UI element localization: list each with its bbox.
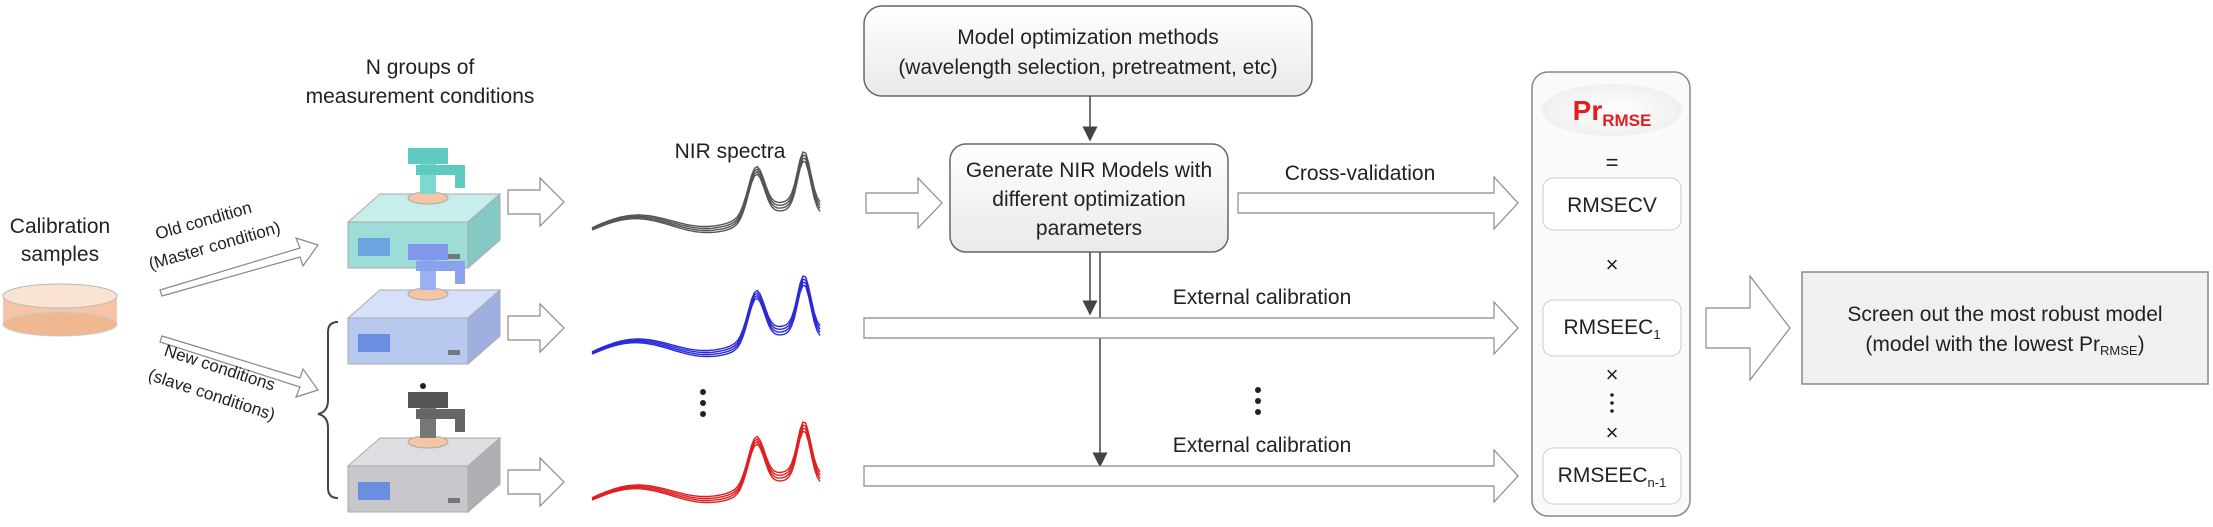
- rmsecv-label: RMSECV: [1567, 194, 1657, 217]
- block-arrow-to-generate: [865, 176, 943, 230]
- product-ellipsis: [1610, 393, 1614, 413]
- spectrum-curve-slave-n: [591, 421, 821, 499]
- spectra-title: NIR spectra: [675, 140, 786, 163]
- rmseec1-label: RMSEEC1: [1563, 316, 1660, 342]
- calibration-ellipsis: [1255, 387, 1261, 415]
- generate-models-box: [949, 143, 1229, 253]
- spectrum-curve-master: [591, 154, 821, 230]
- spectrum-curve-slave-1: [591, 275, 821, 353]
- spectrum-curve-slave-n: [591, 430, 821, 504]
- spectrum-curve-slave-n: [591, 427, 821, 502]
- rmseecn1-label: RMSEECn-1: [1558, 464, 1667, 490]
- model-optimization-line1: Model optimization methods: [957, 26, 1218, 49]
- external-calibration-arrow-1: [863, 300, 1519, 356]
- times-sign-3: ×: [1606, 420, 1619, 445]
- spectrum-curve-master: [591, 160, 821, 234]
- block-arrow-2: [507, 302, 565, 354]
- rmseec1-box: [1542, 299, 1682, 357]
- new-conditions-arrow: [159, 335, 319, 398]
- spectrum-curve-master: [591, 151, 821, 229]
- rmsecv-box: [1542, 177, 1682, 231]
- model-optimization-line2: (wavelength selection, pretreatment, etc…: [898, 56, 1277, 79]
- result-line2: (model with the lowest PrRMSE): [1865, 333, 2144, 358]
- instrument-icon-slave-1: [346, 244, 502, 366]
- result-arrow: [1705, 274, 1791, 382]
- cross-validation-arrow: [1237, 175, 1519, 231]
- spectrum-curve-slave-n: [591, 424, 821, 500]
- groups-title-line2: measurement conditions: [306, 85, 535, 108]
- model-optimization-box: [863, 5, 1313, 97]
- petri-dish-icon: [2, 283, 118, 337]
- generate-line1: Generate NIR Models with: [966, 159, 1212, 182]
- spectra-slave-1: [591, 275, 821, 358]
- spectrum-curve-slave-1: [591, 284, 821, 358]
- spectrum-curve-slave-1: [591, 278, 821, 354]
- block-arrow-1: [507, 176, 565, 228]
- instrument-icon-slave-n: [346, 392, 502, 514]
- equals-sign: =: [1606, 150, 1619, 175]
- rmseecn1-box: [1542, 447, 1682, 505]
- times-sign-1: ×: [1606, 252, 1619, 277]
- spectrum-curve-slave-1: [591, 281, 821, 356]
- spectrum-curve-master: [591, 157, 821, 232]
- spectra-ellipsis: [700, 389, 706, 417]
- external-calibration-label-1: External calibration: [1173, 286, 1352, 309]
- generate-line3: parameters: [1036, 217, 1142, 240]
- times-sign-2: ×: [1606, 362, 1619, 387]
- prrmse-highlight: [1542, 84, 1682, 136]
- old-condition-arrow: [159, 237, 319, 297]
- calibration-samples-label-line1: Calibration: [10, 215, 110, 238]
- spectra-slave-n: [591, 421, 821, 504]
- external-calibration-arrow-2: [863, 448, 1519, 504]
- brace: [317, 321, 339, 499]
- prrmse-label: PrRMSE: [1573, 95, 1652, 130]
- spectra-master: [591, 151, 821, 234]
- calibration-samples-label-line2: samples: [21, 243, 99, 266]
- cross-validation-label: Cross-validation: [1285, 162, 1436, 185]
- generate-line2: different optimization: [992, 188, 1185, 211]
- block-arrow-3: [507, 456, 565, 508]
- result-line1: Screen out the most robust model: [1847, 303, 2162, 326]
- result-box: [1801, 271, 2209, 385]
- external-calibration-label-2: External calibration: [1173, 434, 1352, 457]
- groups-title-line1: N groups of: [366, 56, 475, 79]
